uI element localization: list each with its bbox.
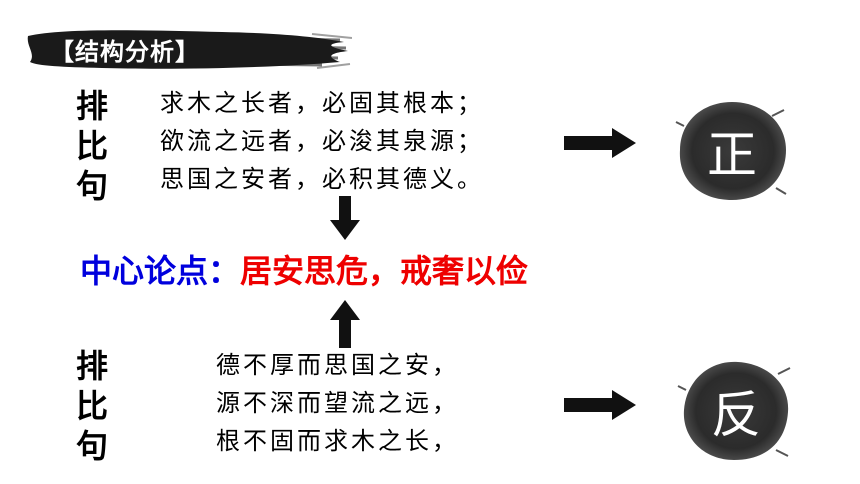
label-char: 句 (75, 427, 108, 465)
label-char: 句 (75, 167, 108, 205)
section-title: 【结构分析】 (50, 38, 200, 66)
central-thesis: 中心论点：居安思危，戒奢以俭 (80, 246, 528, 292)
ink-circle-positive: 正 (672, 96, 792, 206)
parallelism-label-top: 排 比 句 (72, 86, 112, 206)
poem-line: 思国之安者，必积其德义。 (160, 165, 484, 193)
poem-line: 德不厚而思国之安， (216, 351, 459, 379)
positive-char: 正 (707, 126, 757, 184)
label-char: 比 (75, 387, 108, 425)
negative-char: 反 (711, 386, 761, 444)
brush-stroke-icon (27, 30, 352, 69)
poem-line: 欲流之远者，必浚其泉源； (160, 127, 484, 155)
label-char: 比 (75, 127, 108, 165)
ink-circle-negative: 反 (676, 356, 796, 466)
arrow-right-icon (564, 128, 636, 158)
thesis-value: 居安思危，戒奢以俭 (240, 252, 529, 290)
arrow-up-icon (330, 300, 360, 348)
arrow-right-icon (564, 390, 636, 420)
poem-line: 求木之长者，必固其根本； (160, 89, 484, 117)
parallelism-label-bottom: 排 比 句 (72, 346, 112, 466)
positive-lines: 求木之长者，必固其根本； 欲流之远者，必浚其泉源； 思国之安者，必积其德义。 (160, 84, 484, 198)
ink-blot-icon (677, 361, 791, 460)
negative-lines: 德不厚而思国之安， 源不深而望流之远， 根不固而求木之长， (216, 346, 459, 460)
arrow-down-icon (330, 196, 360, 240)
poem-line: 源不深而望流之远， (216, 389, 459, 417)
poem-line: 根不固而求木之长， (216, 427, 459, 455)
section-banner: 【结构分析】 (22, 24, 352, 74)
ink-blot-icon (675, 102, 787, 200)
label-char: 排 (75, 347, 108, 385)
thesis-label: 中心论点： (80, 252, 241, 290)
label-char: 排 (75, 87, 108, 125)
